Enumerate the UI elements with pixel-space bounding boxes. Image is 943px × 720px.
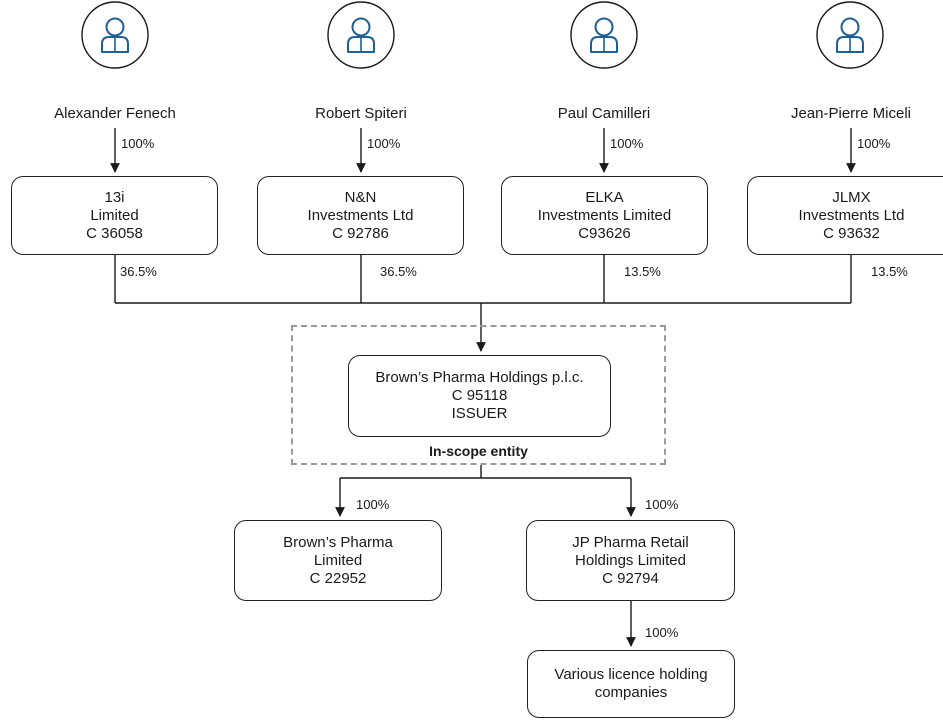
ownership-percentage: 100% <box>610 136 644 151</box>
licence-holders-box: Various licence holding companies <box>527 650 735 718</box>
company-name-line2: Holdings Limited <box>575 551 686 569</box>
person-icon <box>816 1 884 69</box>
issuer-name: Brown’s Pharma Holdings p.l.c. <box>375 369 584 386</box>
company-name-line2: Investments Ltd <box>307 206 414 224</box>
company-name: JP Pharma Retail <box>572 533 689 551</box>
owner-name: Alexander Fenech <box>54 105 176 122</box>
registration-number: C 92794 <box>602 569 659 587</box>
ownership-percentage: 100% <box>645 497 679 512</box>
person-icon <box>327 1 395 69</box>
person-icon <box>81 1 149 69</box>
owner-name: Jean-Pierre Miceli <box>790 105 912 122</box>
issuer-box: Brown’s Pharma Holdings p.l.c. C 95118 I… <box>348 355 611 437</box>
registration-number: C 92786 <box>332 224 389 242</box>
in-scope-label: In-scope entity <box>429 443 528 459</box>
company-name-line2: Investments Limited <box>537 206 672 224</box>
company-name: Various licence holding <box>554 666 708 683</box>
registration-number: C 93632 <box>823 224 880 242</box>
company-name-line2: Limited <box>90 206 139 224</box>
in-scope-boundary <box>291 325 666 465</box>
registration-number: C93626 <box>578 224 631 242</box>
owner-name: Robert Spiteri <box>315 105 407 122</box>
registration-number: C 22952 <box>309 569 367 587</box>
company-name: N&N <box>344 188 377 206</box>
ownership-percentage: 36.5% <box>380 264 417 279</box>
company-name: 13i <box>104 188 125 206</box>
owner-name: Paul Camilleri <box>557 105 651 122</box>
holding-company-box: N&N Investments Ltd C 92786 <box>257 176 464 255</box>
registration-number: C 95118 <box>451 387 508 404</box>
company-name: Brown’s Pharma <box>283 533 393 551</box>
company-name-line2: Investments Ltd <box>798 206 905 224</box>
company-name: JLMX <box>832 188 871 206</box>
company-name-line2: Limited <box>313 551 363 569</box>
ownership-percentage: 100% <box>645 625 679 640</box>
ownership-percentage: 13.5% <box>871 264 908 279</box>
company-name-line2: companies <box>594 684 668 701</box>
person-icon <box>570 1 638 69</box>
issuer-role: ISSUER <box>451 405 508 422</box>
registration-number: C 36058 <box>86 224 143 242</box>
holding-company-box: JLMX Investments Ltd C 93632 <box>747 176 943 255</box>
ownership-percentage: 36.5% <box>120 264 157 279</box>
subsidiary-box: Brown’s Pharma Limited C 22952 <box>234 520 442 601</box>
company-name: ELKA <box>585 188 624 206</box>
holding-company-box: ELKA Investments Limited C93626 <box>501 176 708 255</box>
ownership-percentage: 100% <box>356 497 390 512</box>
holding-company-box: 13i Limited C 36058 <box>11 176 218 255</box>
ownership-percentage: 100% <box>367 136 401 151</box>
ownership-percentage: 100% <box>857 136 891 151</box>
subsidiary-box: JP Pharma Retail Holdings Limited C 9279… <box>526 520 735 601</box>
ownership-percentage: 13.5% <box>624 264 661 279</box>
ownership-percentage: 100% <box>121 136 155 151</box>
